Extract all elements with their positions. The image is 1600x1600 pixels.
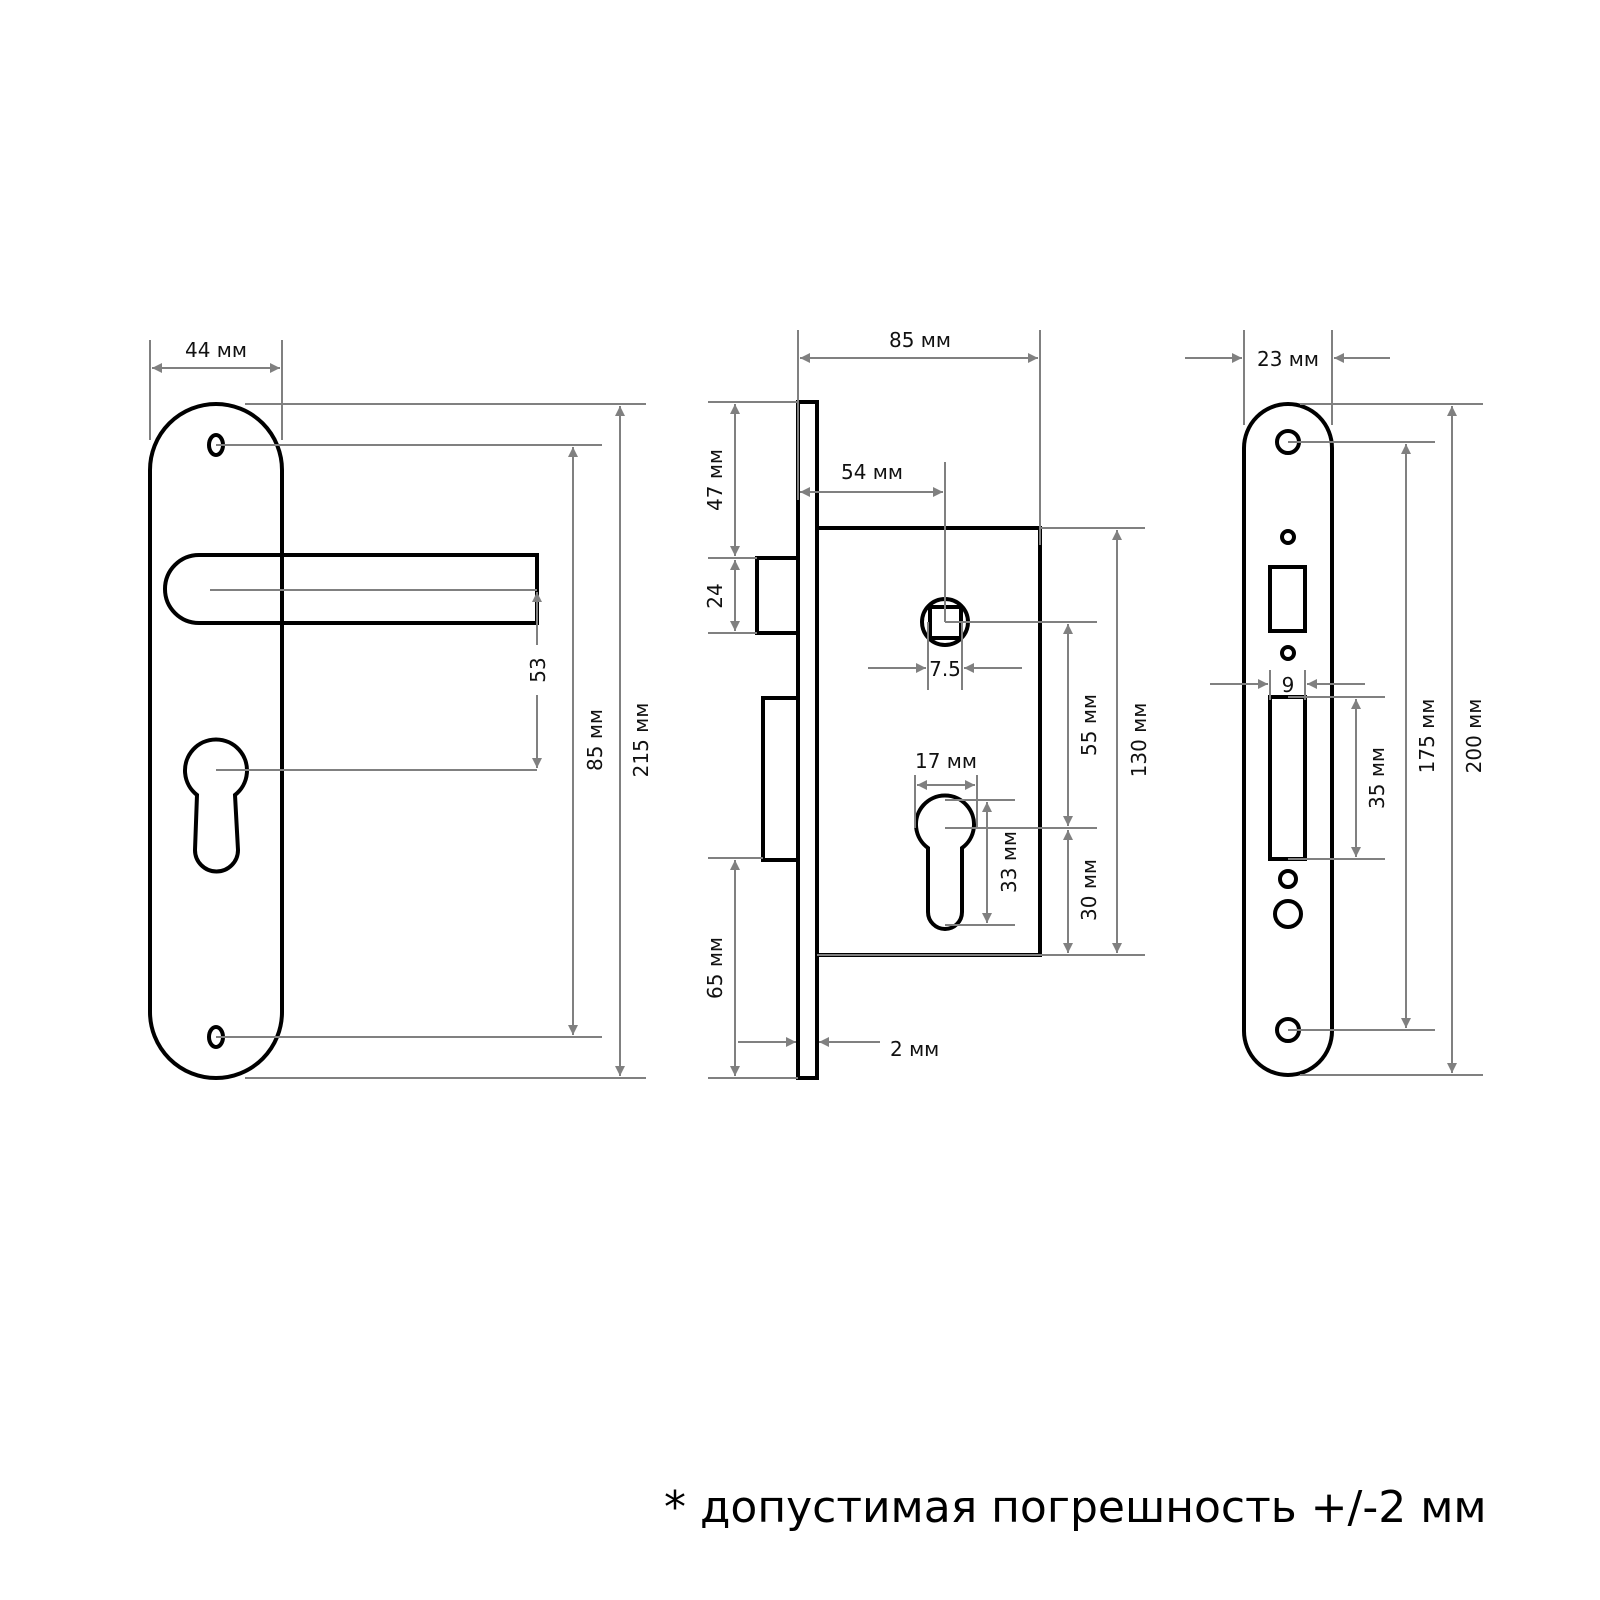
cylinder-width-label: 17 мм [915,749,977,773]
plate-width-label: 44 мм [185,338,247,362]
latch [755,556,800,635]
strike-holes-label: 175 мм [1415,699,1439,774]
lock-body-view: 85 мм 54 мм 7.5 47 мм 24 65 мм 2 мм 55 м… [703,328,1151,1080]
latch-label: 24 [703,583,727,608]
faceplate-label: 2 мм [890,1037,939,1061]
handle-plate [148,402,284,1080]
bolt-slot-label: 35 мм [1365,747,1389,809]
small-hole [1280,645,1296,661]
body-height-label: 130 мм [1127,703,1151,778]
plate-holes-label: 85 мм [583,709,607,771]
small-hole [1280,529,1296,545]
small-hole [1278,869,1298,889]
tolerance-note: * допустимая погрешность +/-2 мм [664,1482,1487,1533]
depth-label: 85 мм [889,328,951,352]
handle-plate-view: 44 мм 85 мм 215 мм 53 [148,338,653,1080]
center-distance-label: 55 мм [1077,694,1101,756]
faceplate [796,400,819,1080]
top-latch-label: 47 мм [703,449,727,511]
deadbolt [761,696,800,862]
strike-plate [1242,402,1334,1077]
backset-label: 54 мм [841,460,903,484]
strike-plate-view: 23 мм 9 35 мм 175 мм 200 мм [1185,330,1486,1077]
cylinder-height-label: 33 мм [997,831,1021,893]
plate-height-label: 215 мм [629,703,653,778]
bottom-bolt-label: 65 мм [703,937,727,999]
spindle-label: 7.5 [929,657,961,681]
cylinder-hole [914,793,976,931]
bolt-slot [1268,695,1307,861]
strike-width-label: 23 мм [1257,347,1319,371]
lever-handle [163,553,539,625]
hole [1273,899,1303,929]
cylinder-keyhole [183,737,249,874]
handle-cylinder-label: 53 [526,657,550,682]
latch-slot [1268,565,1307,633]
strike-height-label: 200 мм [1462,699,1486,774]
cyl-bottom-label: 30 мм [1077,859,1101,921]
slot-width-label: 9 [1282,673,1295,697]
